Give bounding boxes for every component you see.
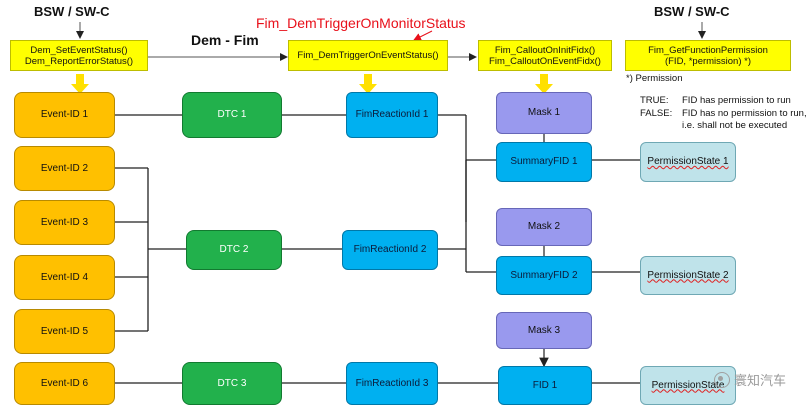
mask-box: Mask 2 <box>496 208 592 246</box>
fim-reaction-label: FimReactionId 3 <box>355 377 429 389</box>
fim-reaction-box: FimReactionId 3 <box>346 362 438 405</box>
dtc-label: DTC 3 <box>217 377 247 389</box>
down-arrow-icon <box>71 74 89 94</box>
permission-state-box: PermissionState 1 <box>640 142 736 182</box>
mask-box: Mask 3 <box>496 312 592 349</box>
event-box: Event-ID 3 <box>14 200 115 245</box>
bsw-swc-label-right: BSW / SW-C <box>654 4 730 19</box>
wechat-icon <box>713 371 730 388</box>
watermark: 寰知汽车 <box>713 370 786 389</box>
api-line: Dem_SetEventStatus() <box>30 44 128 56</box>
api-line: Dem_ReportErrorStatus() <box>24 55 134 67</box>
watermark-text: 寰知汽车 <box>733 373 786 388</box>
event-label: Event-ID 1 <box>40 109 89 120</box>
fid-box: FID 1 <box>498 366 592 405</box>
mask-label: Mask 2 <box>527 221 561 232</box>
permission-note-false-text: FID has no permission to run, <box>682 108 806 119</box>
permission-state-label: PermissionState 1 <box>647 156 729 167</box>
fid-label: FID 1 <box>532 379 558 391</box>
callout-api-box: Fim_CalloutOnInitFidx() Fim_CalloutOnEve… <box>478 40 612 71</box>
api-line: Fim_CalloutOnEventFidx() <box>489 55 601 67</box>
permission-note-false-key: FALSE: <box>640 108 673 119</box>
permission-note-true-key: TRUE: <box>640 95 669 106</box>
event-box: Event-ID 4 <box>14 255 115 300</box>
trigger-callout-label: Fim_DemTriggerOnMonitorStatus <box>256 15 466 31</box>
event-box: Event-ID 5 <box>14 309 115 354</box>
permission-note-false-detail: i.e. shall not be executed <box>682 120 788 131</box>
fid-label: SummaryFID 2 <box>510 269 578 281</box>
trigger-api-box: Fim_DemTriggerOnEventStatus() <box>288 40 448 71</box>
permission-api-box: Fim_GetFunctionPermission (FID, *permiss… <box>625 40 791 71</box>
permission-state-label: PermissionState <box>651 379 725 391</box>
fim-reaction-box: FimReactionId 2 <box>342 230 438 270</box>
dem-api-box: Dem_SetEventStatus() Dem_ReportErrorStat… <box>10 40 148 71</box>
permission-note-true-text: FID has permission to run <box>682 95 791 106</box>
permission-state-box: PermissionState 2 <box>640 256 736 295</box>
api-line: Fim_CalloutOnInitFidx() <box>494 44 596 56</box>
permission-note-title: *) Permission <box>626 73 683 84</box>
event-label: Event-ID 6 <box>40 377 89 389</box>
dtc-box: DTC 2 <box>186 230 282 270</box>
mask-label: Mask 1 <box>527 107 561 118</box>
event-box: Event-ID 2 <box>14 146 115 191</box>
down-arrow-icon <box>535 74 553 94</box>
bsw-swc-label-left: BSW / SW-C <box>34 4 110 19</box>
fim-reaction-label: FimReactionId 2 <box>353 244 427 255</box>
mask-box: Mask 1 <box>496 92 592 134</box>
event-label: Event-ID 4 <box>40 271 89 283</box>
api-line: Fim_GetFunctionPermission <box>648 44 768 56</box>
event-box: Event-ID 6 <box>14 362 115 405</box>
event-box: Event-ID 1 <box>14 92 115 138</box>
dtc-label: DTC 1 <box>217 109 247 120</box>
summary-fid-box: SummaryFID 1 <box>496 142 592 182</box>
summary-fid-box: SummaryFID 2 <box>496 256 592 295</box>
down-arrow-icon <box>359 74 377 94</box>
api-line: Fim_DemTriggerOnEventStatus() <box>297 50 439 61</box>
fid-label: SummaryFID 1 <box>510 156 578 167</box>
dtc-box: DTC 3 <box>182 362 282 405</box>
mask-label: Mask 3 <box>527 324 561 336</box>
fim-reaction-label: FimReactionId 1 <box>355 109 429 120</box>
dem-fim-label: Dem - Fim <box>191 32 259 48</box>
event-label: Event-ID 3 <box>40 216 89 228</box>
permission-state-label: PermissionState 2 <box>647 269 729 281</box>
fim-reaction-box: FimReactionId 1 <box>346 92 438 138</box>
dtc-label: DTC 2 <box>219 244 249 255</box>
event-label: Event-ID 5 <box>40 325 89 337</box>
api-line: (FID, *permission) *) <box>664 55 752 67</box>
event-label: Event-ID 2 <box>40 162 89 174</box>
dtc-box: DTC 1 <box>182 92 282 138</box>
